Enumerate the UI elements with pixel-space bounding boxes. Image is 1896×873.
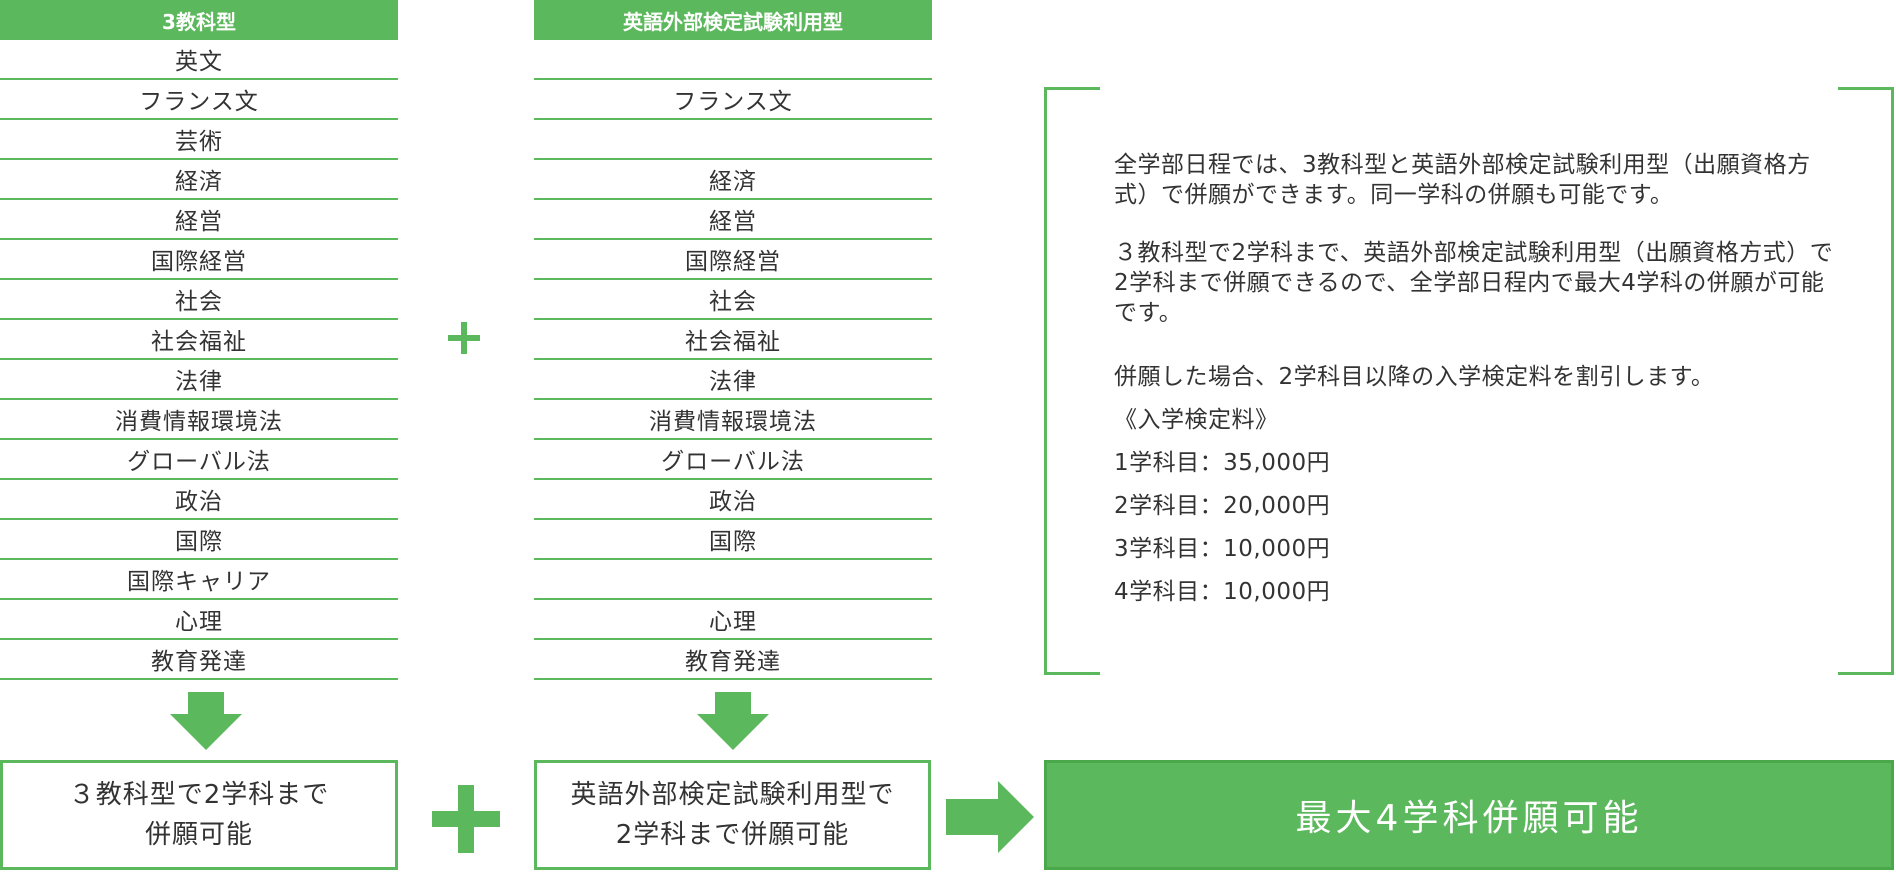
dept-row: 経済: [0, 160, 398, 200]
dept-row: 芸術: [0, 120, 398, 160]
dept-row: 経営: [534, 200, 932, 240]
dept-row: 消費情報環境法: [0, 400, 398, 440]
fee-line: 4学科目：10,000円: [1114, 579, 1331, 605]
dept-row: 国際: [0, 520, 398, 560]
dept-row: 法律: [534, 360, 932, 400]
dept-row: 社会: [534, 280, 932, 320]
dept-row: 教育発達: [0, 640, 398, 680]
info-paragraph: ３教科型で2学科まで、英語外部検定試験利用型（出願資格方式）で2学科まで併願でき…: [1114, 240, 1834, 326]
dept-row: 法律: [0, 360, 398, 400]
info-paragraph: 全学部日程では、3教科型と英語外部検定試験利用型（出願資格方式）で併願ができます…: [1114, 152, 1811, 208]
arrow-down-icon: [170, 692, 242, 750]
dept-row: 心理: [0, 600, 398, 640]
dept-row: 教育発達: [534, 640, 932, 680]
bracket-left: [1044, 87, 1100, 675]
summary-line: ３教科型で2学科まで: [68, 780, 330, 810]
dept-row: 国際経営: [0, 240, 398, 280]
dept-row: 社会福祉: [0, 320, 398, 360]
dept-row: フランス文: [0, 80, 398, 120]
plus-icon: [444, 318, 484, 358]
dept-row: [534, 40, 932, 80]
plus-icon: [432, 785, 500, 853]
dept-list-3-subject: 英文フランス文芸術経済経営国際経営社会社会福祉法律消費情報環境法グローバル法政治…: [0, 40, 398, 680]
column-header-3-subject: 3教科型: [0, 0, 398, 40]
summary-line: 併願可能: [144, 820, 253, 850]
dept-row: 経営: [0, 200, 398, 240]
dept-row: 国際: [534, 520, 932, 560]
dept-row: [534, 560, 932, 600]
arrow-down-icon: [697, 692, 769, 750]
dept-row: 社会福祉: [534, 320, 932, 360]
fee-line: 1学科目：35,000円: [1114, 450, 1331, 476]
result-text: 最大4学科併願可能: [1295, 798, 1643, 839]
info-paragraph: 併願した場合、2学科目以降の入学検定料を割引します。: [1114, 364, 1715, 390]
column-3-subject: 3教科型 英文フランス文芸術経済経営国際経営社会社会福祉法律消費情報環境法グロー…: [0, 0, 398, 680]
result-box: 最大4学科併願可能: [1044, 760, 1894, 870]
fee-line: 3学科目：10,000円: [1114, 536, 1331, 562]
dept-row: グローバル法: [534, 440, 932, 480]
dept-row: [534, 120, 932, 160]
arrow-right-icon: [946, 781, 1034, 853]
summary-box-english-external: 英語外部検定試験利用型で 2学科まで併願可能: [534, 760, 931, 870]
dept-row: 社会: [0, 280, 398, 320]
dept-row: 政治: [0, 480, 398, 520]
dept-list-english-external: フランス文経済経営国際経営社会社会福祉法律消費情報環境法グローバル法政治国際心理…: [534, 40, 932, 680]
column-english-external: 英語外部検定試験利用型 フランス文経済経営国際経営社会社会福祉法律消費情報環境法…: [534, 0, 932, 680]
summary-line: 英語外部検定試験利用型で: [570, 780, 895, 810]
dept-row: フランス文: [534, 80, 932, 120]
dept-row: 経済: [534, 160, 932, 200]
dept-row: 英文: [0, 40, 398, 80]
fee-title: 《入学検定料》: [1114, 407, 1279, 433]
info-panel: 全学部日程では、3教科型と英語外部検定試験利用型（出願資格方式）で併願ができます…: [1114, 150, 1834, 614]
summary-line: 2学科まで併願可能: [615, 820, 850, 850]
dept-row: グローバル法: [0, 440, 398, 480]
fee-line: 2学科目：20,000円: [1114, 493, 1331, 519]
column-header-english-external: 英語外部検定試験利用型: [534, 0, 932, 40]
dept-row: 国際キャリア: [0, 560, 398, 600]
dept-row: 政治: [534, 480, 932, 520]
dept-row: 心理: [534, 600, 932, 640]
dept-row: 消費情報環境法: [534, 400, 932, 440]
dept-row: 国際経営: [534, 240, 932, 280]
summary-box-3-subject: ３教科型で2学科まで 併願可能: [0, 760, 398, 870]
bracket-right: [1838, 87, 1894, 675]
